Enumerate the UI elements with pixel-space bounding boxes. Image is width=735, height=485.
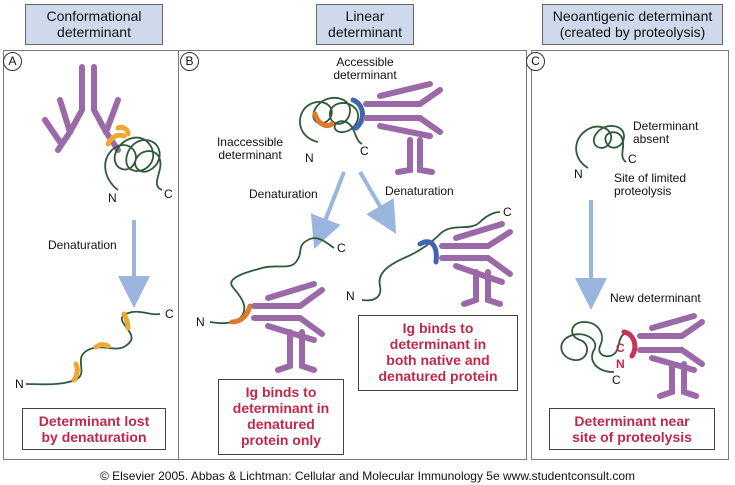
protein-cleaved-c: [560, 321, 625, 373]
result-box-a: Determinant lost by denaturation: [22, 408, 166, 450]
panel-letter-a: A: [3, 52, 22, 71]
label-accessible: Accessible determinant: [325, 56, 405, 82]
epitope-neoantigenic: [621, 329, 638, 359]
protein-denatured-b-left: [209, 237, 335, 325]
antibody-b-right: [439, 221, 513, 307]
header-a-line1: Conformational: [46, 8, 142, 24]
label-determinant-absent-line1: Determinant: [633, 119, 699, 133]
result-box-b-right: Ig binds to determinant in both native a…: [358, 315, 518, 391]
panel-letter-c: C: [526, 52, 545, 71]
epitope-accessible: [350, 97, 365, 131]
label-site-proteolysis: Site of limited proteolysis: [614, 172, 686, 198]
label-c-a1: C: [164, 187, 173, 201]
label-c-neo: C: [616, 341, 625, 355]
protein-denatured-a: [25, 310, 161, 386]
result-b-right-line3: both native and: [386, 352, 490, 368]
header-c-line1: Neoantigenic determinant: [552, 8, 713, 24]
label-site-line1: Site of limited: [614, 171, 687, 185]
epitope-inaccessible: [312, 111, 335, 129]
result-a-line2: by denaturation: [41, 429, 147, 445]
label-n-b2: N: [196, 315, 205, 329]
copyright-footer: © Elsevier 2005. Abbas & Lichtman: Cellu…: [99, 469, 636, 483]
result-b-right-line1: Ig binds to: [402, 320, 474, 336]
result-c-line1: Determinant near: [574, 413, 690, 429]
header-b-line1: Linear: [345, 8, 385, 24]
header-conformational: Conformational determinant: [25, 4, 163, 45]
panel-c: [531, 50, 729, 460]
label-n-b1: N: [305, 151, 314, 165]
panel-letter-b: B: [180, 52, 199, 71]
header-a-line2: determinant: [57, 24, 131, 40]
antibody-c: [637, 313, 705, 399]
label-c-c1: C: [628, 152, 637, 166]
result-b-right-line2: determinant in: [389, 336, 487, 352]
label-new-determinant: New determinant: [610, 291, 701, 305]
result-box-c: Determinant near site of proteolysis: [549, 408, 715, 450]
label-accessible-line2: determinant: [333, 68, 397, 82]
header-linear: Linear determinant: [316, 4, 414, 45]
arrow-denaturation-b-right: [358, 170, 397, 234]
result-box-b-left: Ig binds to determinant in denatured pro…: [218, 379, 344, 455]
epitope-denatured-a-3: [121, 311, 131, 331]
protein-folded-b: [299, 96, 363, 145]
label-denaturation-b-right: Denaturation: [385, 184, 454, 198]
epitope-denatured-a-1: [71, 361, 80, 383]
result-b-left-line3: denatured: [247, 416, 315, 432]
label-c-b2: C: [337, 241, 346, 255]
arrow-denaturation-b-left: [310, 171, 346, 249]
label-determinant-absent-line2: absent: [633, 132, 670, 146]
epitope-conformational-2: [115, 125, 131, 137]
epitope-denatured-a-2: [93, 342, 111, 350]
result-c-line2: site of proteolysis: [572, 429, 692, 445]
label-n-c1: N: [574, 167, 583, 181]
label-c-a2: C: [165, 307, 174, 321]
result-b-right-line4: denatured protein: [378, 368, 498, 384]
result-b-left-line4: protein only: [240, 432, 322, 448]
label-determinant-absent: Determinant absent: [633, 120, 698, 146]
label-c-b3: C: [503, 205, 512, 219]
header-neoantigenic: Neoantigenic determinant (created by pro…: [542, 4, 723, 45]
header-c-line2: (created by proteolysis): [559, 24, 706, 40]
antibody-b-left: [251, 281, 325, 373]
label-accessible-line1: Accessible: [336, 55, 394, 69]
label-n-neo: N: [616, 357, 625, 371]
label-c-b1: C: [360, 144, 369, 158]
label-denaturation-b-left: Denaturation: [249, 187, 318, 201]
epitope-linear-right: [417, 239, 439, 265]
protein-folded-c: [575, 125, 627, 169]
protein-folded-a: [104, 136, 163, 191]
label-n-b3: N: [346, 289, 355, 303]
label-inaccessible-line1: Inaccessible: [216, 135, 284, 149]
epitope-conformational: [105, 132, 127, 147]
label-site-line2: proteolysis: [614, 184, 672, 198]
result-a-line1: Determinant lost: [38, 413, 150, 429]
protein-denatured-b-right: [361, 211, 501, 302]
result-b-left-line1: Ig binds to: [245, 384, 317, 400]
header-b-line2: determinant: [328, 24, 402, 40]
label-inaccessible: Inaccessible determinant: [210, 136, 290, 162]
antibody-a: [42, 64, 121, 153]
label-c-c2: C: [612, 373, 621, 387]
result-b-left-line2: determinant in: [232, 400, 330, 416]
label-n-a2: N: [15, 377, 24, 391]
antibody-b-top: [363, 81, 443, 175]
label-denaturation-a: Denaturation: [48, 238, 117, 252]
panel-a: [3, 50, 183, 460]
epitope-linear-denatured: [229, 303, 253, 325]
label-n-a1: N: [108, 191, 117, 205]
label-inaccessible-line2: determinant: [218, 148, 282, 162]
